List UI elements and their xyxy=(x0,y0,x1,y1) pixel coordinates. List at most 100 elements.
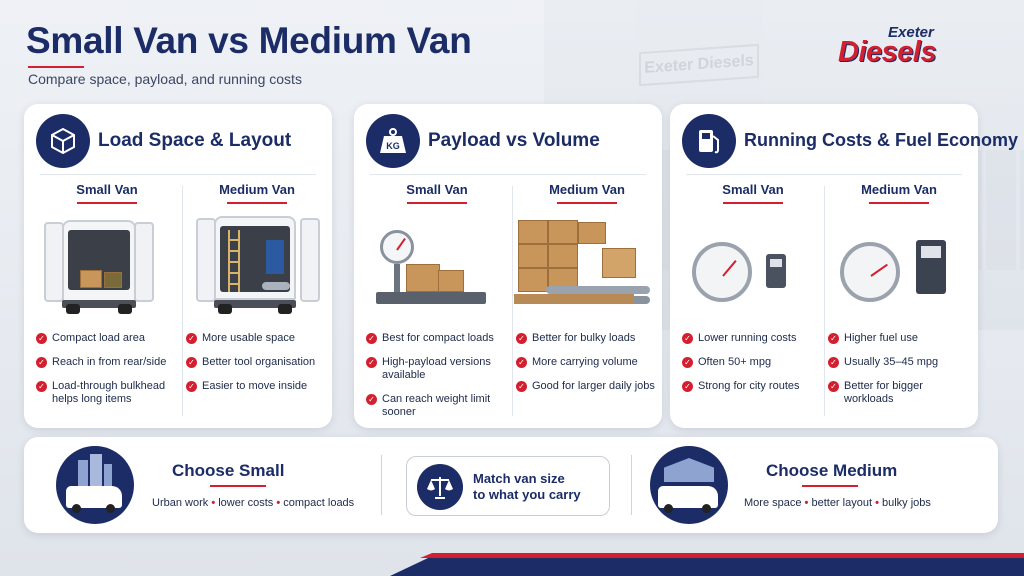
card-header: Load Space & Layout xyxy=(36,114,326,170)
column-rule xyxy=(723,202,783,204)
check-icon: ✓ xyxy=(828,381,839,392)
check-icon: ✓ xyxy=(186,357,197,368)
decision-bar: Choose Small Urban work • lower costs • … xyxy=(24,437,998,533)
check-icon: ✓ xyxy=(516,381,527,392)
card-header: Running Costs & Fuel Economy xyxy=(682,114,1018,170)
bar-divider xyxy=(631,455,632,515)
gauge-and-pump-illustration xyxy=(824,212,974,322)
check-icon: ✓ xyxy=(682,357,693,368)
column-small-van: Small Van ✓Lower running costs ✓Often 50… xyxy=(678,182,828,422)
list-item: ✓Compact load area xyxy=(36,332,182,345)
check-icon: ✓ xyxy=(516,357,527,368)
card-title: Load Space & Layout xyxy=(98,130,292,151)
box-icon xyxy=(36,114,90,168)
list-item: ✓Usually 35–45 mpg xyxy=(828,356,974,369)
column-small-van: Small Van ✓Compact load area ✓Reach in f… xyxy=(32,182,182,422)
list-item: ✓High-payload versions available xyxy=(366,356,512,382)
check-icon: ✓ xyxy=(36,333,47,344)
choose-medium-title: Choose Medium xyxy=(766,461,898,480)
list-item: ✓Better for bulky loads xyxy=(516,332,662,345)
check-icon: ✓ xyxy=(516,333,527,344)
exeter-diesels-logo: Exeter Diesels xyxy=(838,24,988,68)
column-rule xyxy=(407,202,467,204)
column-rule xyxy=(869,202,929,204)
footer-stripe-red xyxy=(420,553,1024,558)
choose-small-points: Urban work • lower costs • compact loads xyxy=(152,497,355,509)
column-rule xyxy=(227,202,287,204)
header-rule xyxy=(686,174,962,175)
card-title: Running Costs & Fuel Economy xyxy=(744,130,1019,150)
header-rule xyxy=(370,174,646,175)
medium-van-rear-illustration xyxy=(182,212,332,322)
header-rule xyxy=(40,174,316,175)
choose-small-title: Choose Small xyxy=(172,461,285,480)
choose-medium-points: More space • better layout • bulky jobs xyxy=(744,497,931,509)
city-van-icon xyxy=(56,446,134,524)
footer-stripe-blue xyxy=(390,558,1024,576)
bullet-list: ✓Better for bulky loads ✓More carrying v… xyxy=(516,332,662,404)
fuel-pump-icon xyxy=(682,114,736,168)
subtitle-rule xyxy=(28,66,84,68)
bullet-list: ✓More usable space ✓Better tool organisa… xyxy=(186,332,332,404)
bar-divider xyxy=(381,455,382,515)
scales-icon xyxy=(417,464,463,510)
fuel-gauge-icon xyxy=(840,242,900,302)
column-label: Medium Van xyxy=(219,182,295,197)
match-size-callout: Match van size to what you carry xyxy=(406,456,610,516)
check-icon: ✓ xyxy=(186,333,197,344)
fuel-gauge-icon xyxy=(692,242,752,302)
column-medium-van: Medium Van ✓Better for bulky loads ✓More… xyxy=(512,182,662,422)
card-title: Payload vs Volume xyxy=(428,130,600,151)
list-item: ✓Lower running costs xyxy=(682,332,828,345)
logo-line2: Diesels xyxy=(838,36,937,68)
column-small-van: Small Van ✓Best for compact loads ✓High-… xyxy=(362,182,512,422)
card-load-space: Load Space & Layout Small Van ✓Compact l… xyxy=(24,104,332,428)
card-payload-volume: KG Payload vs Volume Small Van ✓Best for… xyxy=(354,104,662,428)
check-icon: ✓ xyxy=(366,333,377,344)
bullet-list: ✓Compact load area ✓Reach in from rear/s… xyxy=(36,332,182,417)
check-icon: ✓ xyxy=(682,381,693,392)
bullet-list: ✓Best for compact loads ✓High-payload ve… xyxy=(366,332,512,430)
check-icon: ✓ xyxy=(36,357,47,368)
column-divider xyxy=(182,186,183,416)
column-label: Medium Van xyxy=(549,182,625,197)
check-icon: ✓ xyxy=(828,333,839,344)
list-item: ✓Can reach weight limit sooner xyxy=(366,393,512,419)
title-rule xyxy=(210,485,266,487)
list-item: ✓Strong for city routes xyxy=(682,380,828,393)
card-header: KG Payload vs Volume xyxy=(366,114,656,170)
list-item: ✓Often 50+ mpg xyxy=(682,356,828,369)
column-label: Medium Van xyxy=(861,182,937,197)
column-label: Small Van xyxy=(76,182,138,197)
list-item: ✓Reach in from rear/side xyxy=(36,356,182,369)
bullet-list: ✓Lower running costs ✓Often 50+ mpg ✓Str… xyxy=(682,332,828,404)
svg-text:KG: KG xyxy=(386,141,400,151)
scale-with-boxes-illustration xyxy=(362,212,512,322)
logo-line1: Exeter xyxy=(888,24,934,41)
page-subtitle: Compare space, payload, and running cost… xyxy=(28,71,302,87)
column-label: Small Van xyxy=(722,182,784,197)
list-item: ✓More carrying volume xyxy=(516,356,662,369)
card-running-costs: Running Costs & Fuel Economy Small Van ✓… xyxy=(670,104,1018,428)
check-icon: ✓ xyxy=(186,381,197,392)
list-item: ✓Easier to move inside xyxy=(186,380,332,393)
column-divider xyxy=(512,186,513,416)
depot-van-icon xyxy=(650,446,728,524)
list-item: ✓Load-through bulkhead helps long items xyxy=(36,380,182,406)
column-rule xyxy=(77,202,137,204)
small-van-rear-illustration xyxy=(32,212,182,322)
check-icon: ✓ xyxy=(366,394,377,405)
bullet-list: ✓Higher fuel use ✓Usually 35–45 mpg ✓Bet… xyxy=(828,332,974,417)
list-item: ✓Good for larger daily jobs xyxy=(516,380,662,393)
gauge-and-pump-illustration xyxy=(678,212,828,322)
check-icon: ✓ xyxy=(36,381,47,392)
column-medium-van: Medium Van ✓More usable space ✓Better to… xyxy=(182,182,332,422)
column-rule xyxy=(557,202,617,204)
check-icon: ✓ xyxy=(828,357,839,368)
list-item: ✓Better for bigger workloads xyxy=(828,380,974,406)
background-sign: Exeter Diesels xyxy=(639,43,759,87)
column-medium-van: Medium Van ✓Higher fuel use ✓Usually 35–… xyxy=(824,182,974,422)
list-item: ✓More usable space xyxy=(186,332,332,345)
list-item: ✓Better tool organisation xyxy=(186,356,332,369)
column-label: Small Van xyxy=(406,182,468,197)
